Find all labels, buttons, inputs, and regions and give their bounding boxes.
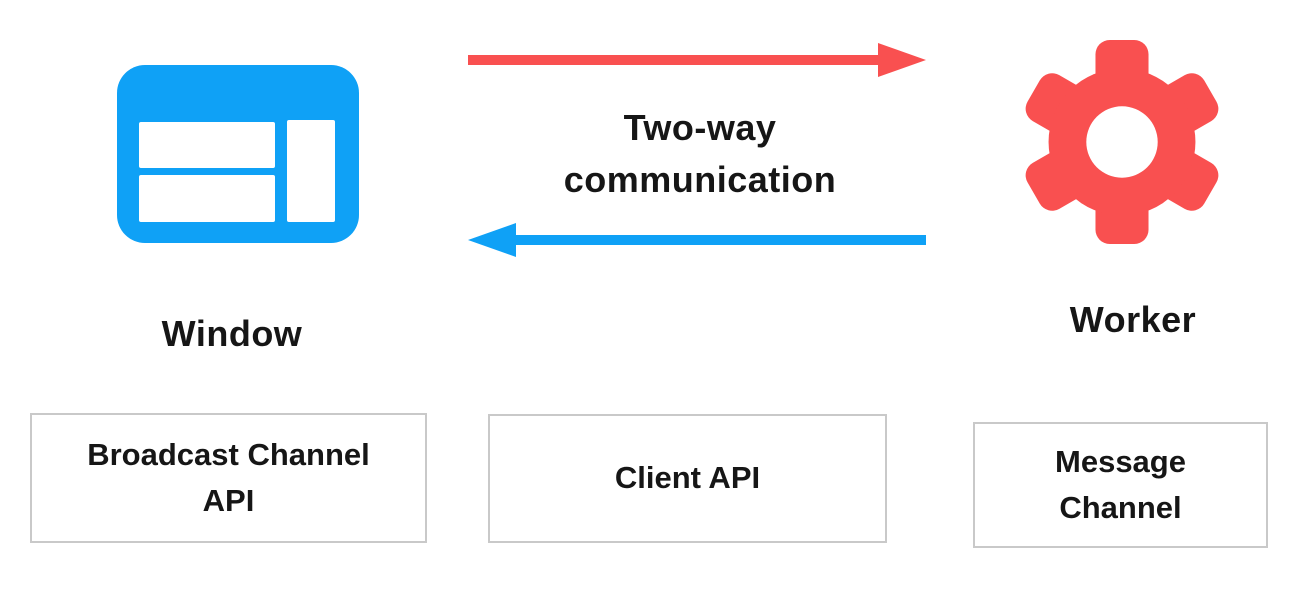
arrow-worker-to-window <box>468 223 926 257</box>
browser-window-icon <box>117 65 359 243</box>
message-channel-label: Message Channel <box>1055 443 1186 526</box>
window-icon-content-panes <box>139 120 335 222</box>
client-api-label: Client API <box>614 460 761 496</box>
window-node-label: Window <box>161 313 303 354</box>
arrow-window-to-worker <box>468 43 926 77</box>
gear-icon <box>1025 40 1219 244</box>
worker-node-label: Worker <box>1069 299 1197 340</box>
broadcast-channel-api-label: Broadcast Channel API <box>87 436 370 519</box>
broadcast-channel-api-box: Broadcast Channel API <box>30 413 427 543</box>
message-channel-box: Message Channel <box>973 422 1268 548</box>
gear-center-hole <box>1086 106 1158 178</box>
two-way-communication-title: Two-way communication <box>563 107 837 201</box>
client-api-box: Client API <box>488 414 887 543</box>
arrow-right-shape <box>468 43 926 77</box>
arrow-left-shape <box>468 223 926 257</box>
